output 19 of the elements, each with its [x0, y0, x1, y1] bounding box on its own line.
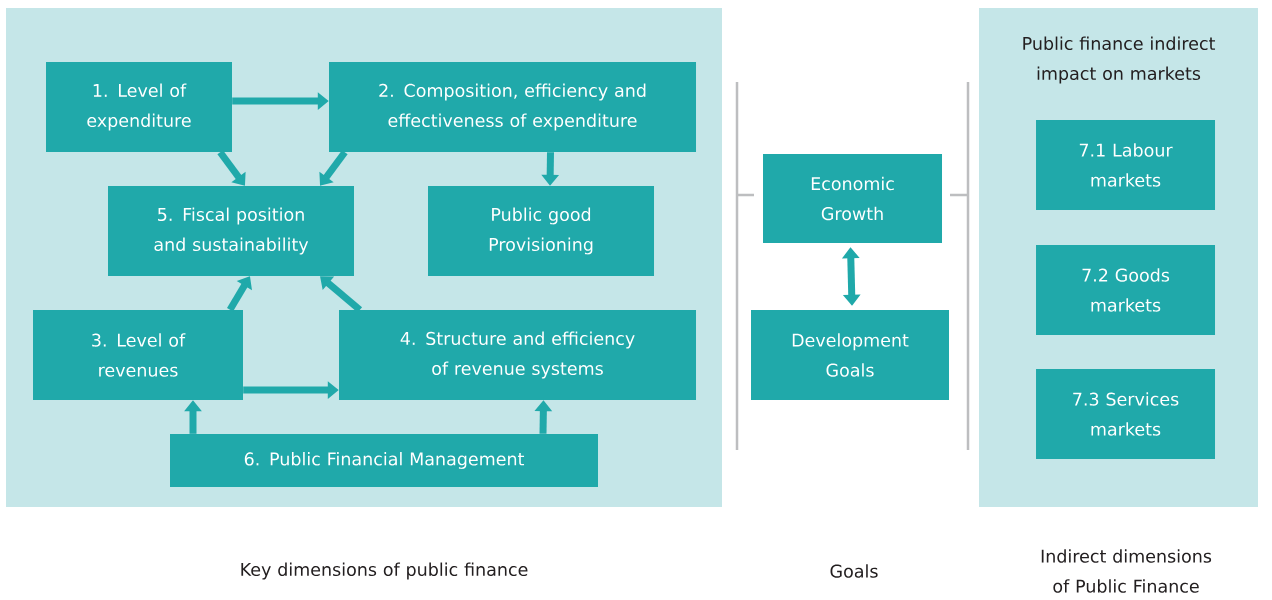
- process-box: 5. Fiscal position and sustainability: [108, 186, 354, 276]
- process-box: 2. Composition, efficiency and effectiveness of expenditure: [329, 62, 696, 152]
- process-box: 7.2 Goods markets: [1036, 245, 1215, 335]
- caption: Key dimensions of public finance: [241, 562, 528, 580]
- arrow: [227, 276, 252, 312]
- process-box: 1. Level of expenditure: [46, 62, 232, 152]
- caption: Goals: [830, 564, 878, 578]
- process-box: 6. Public Financial Management: [170, 434, 598, 487]
- process-box: 7.3 Services markets: [1036, 369, 1215, 459]
- process-box: 4. Structure and efficiency of revenue systems: [339, 310, 696, 400]
- process-box: 7.1 Labour markets: [1036, 120, 1215, 210]
- process-box: Public good Provisioning: [428, 186, 654, 276]
- process-box: Economic Growth: [763, 154, 942, 243]
- arrow: [320, 276, 363, 313]
- process-box: Development Goals: [751, 310, 949, 400]
- process-box: 3. Level of revenues: [33, 310, 243, 400]
- arrow: [217, 150, 246, 186]
- arrow: [319, 150, 348, 186]
- caption: Indirect dimensions of Public Finance: [1041, 549, 1212, 593]
